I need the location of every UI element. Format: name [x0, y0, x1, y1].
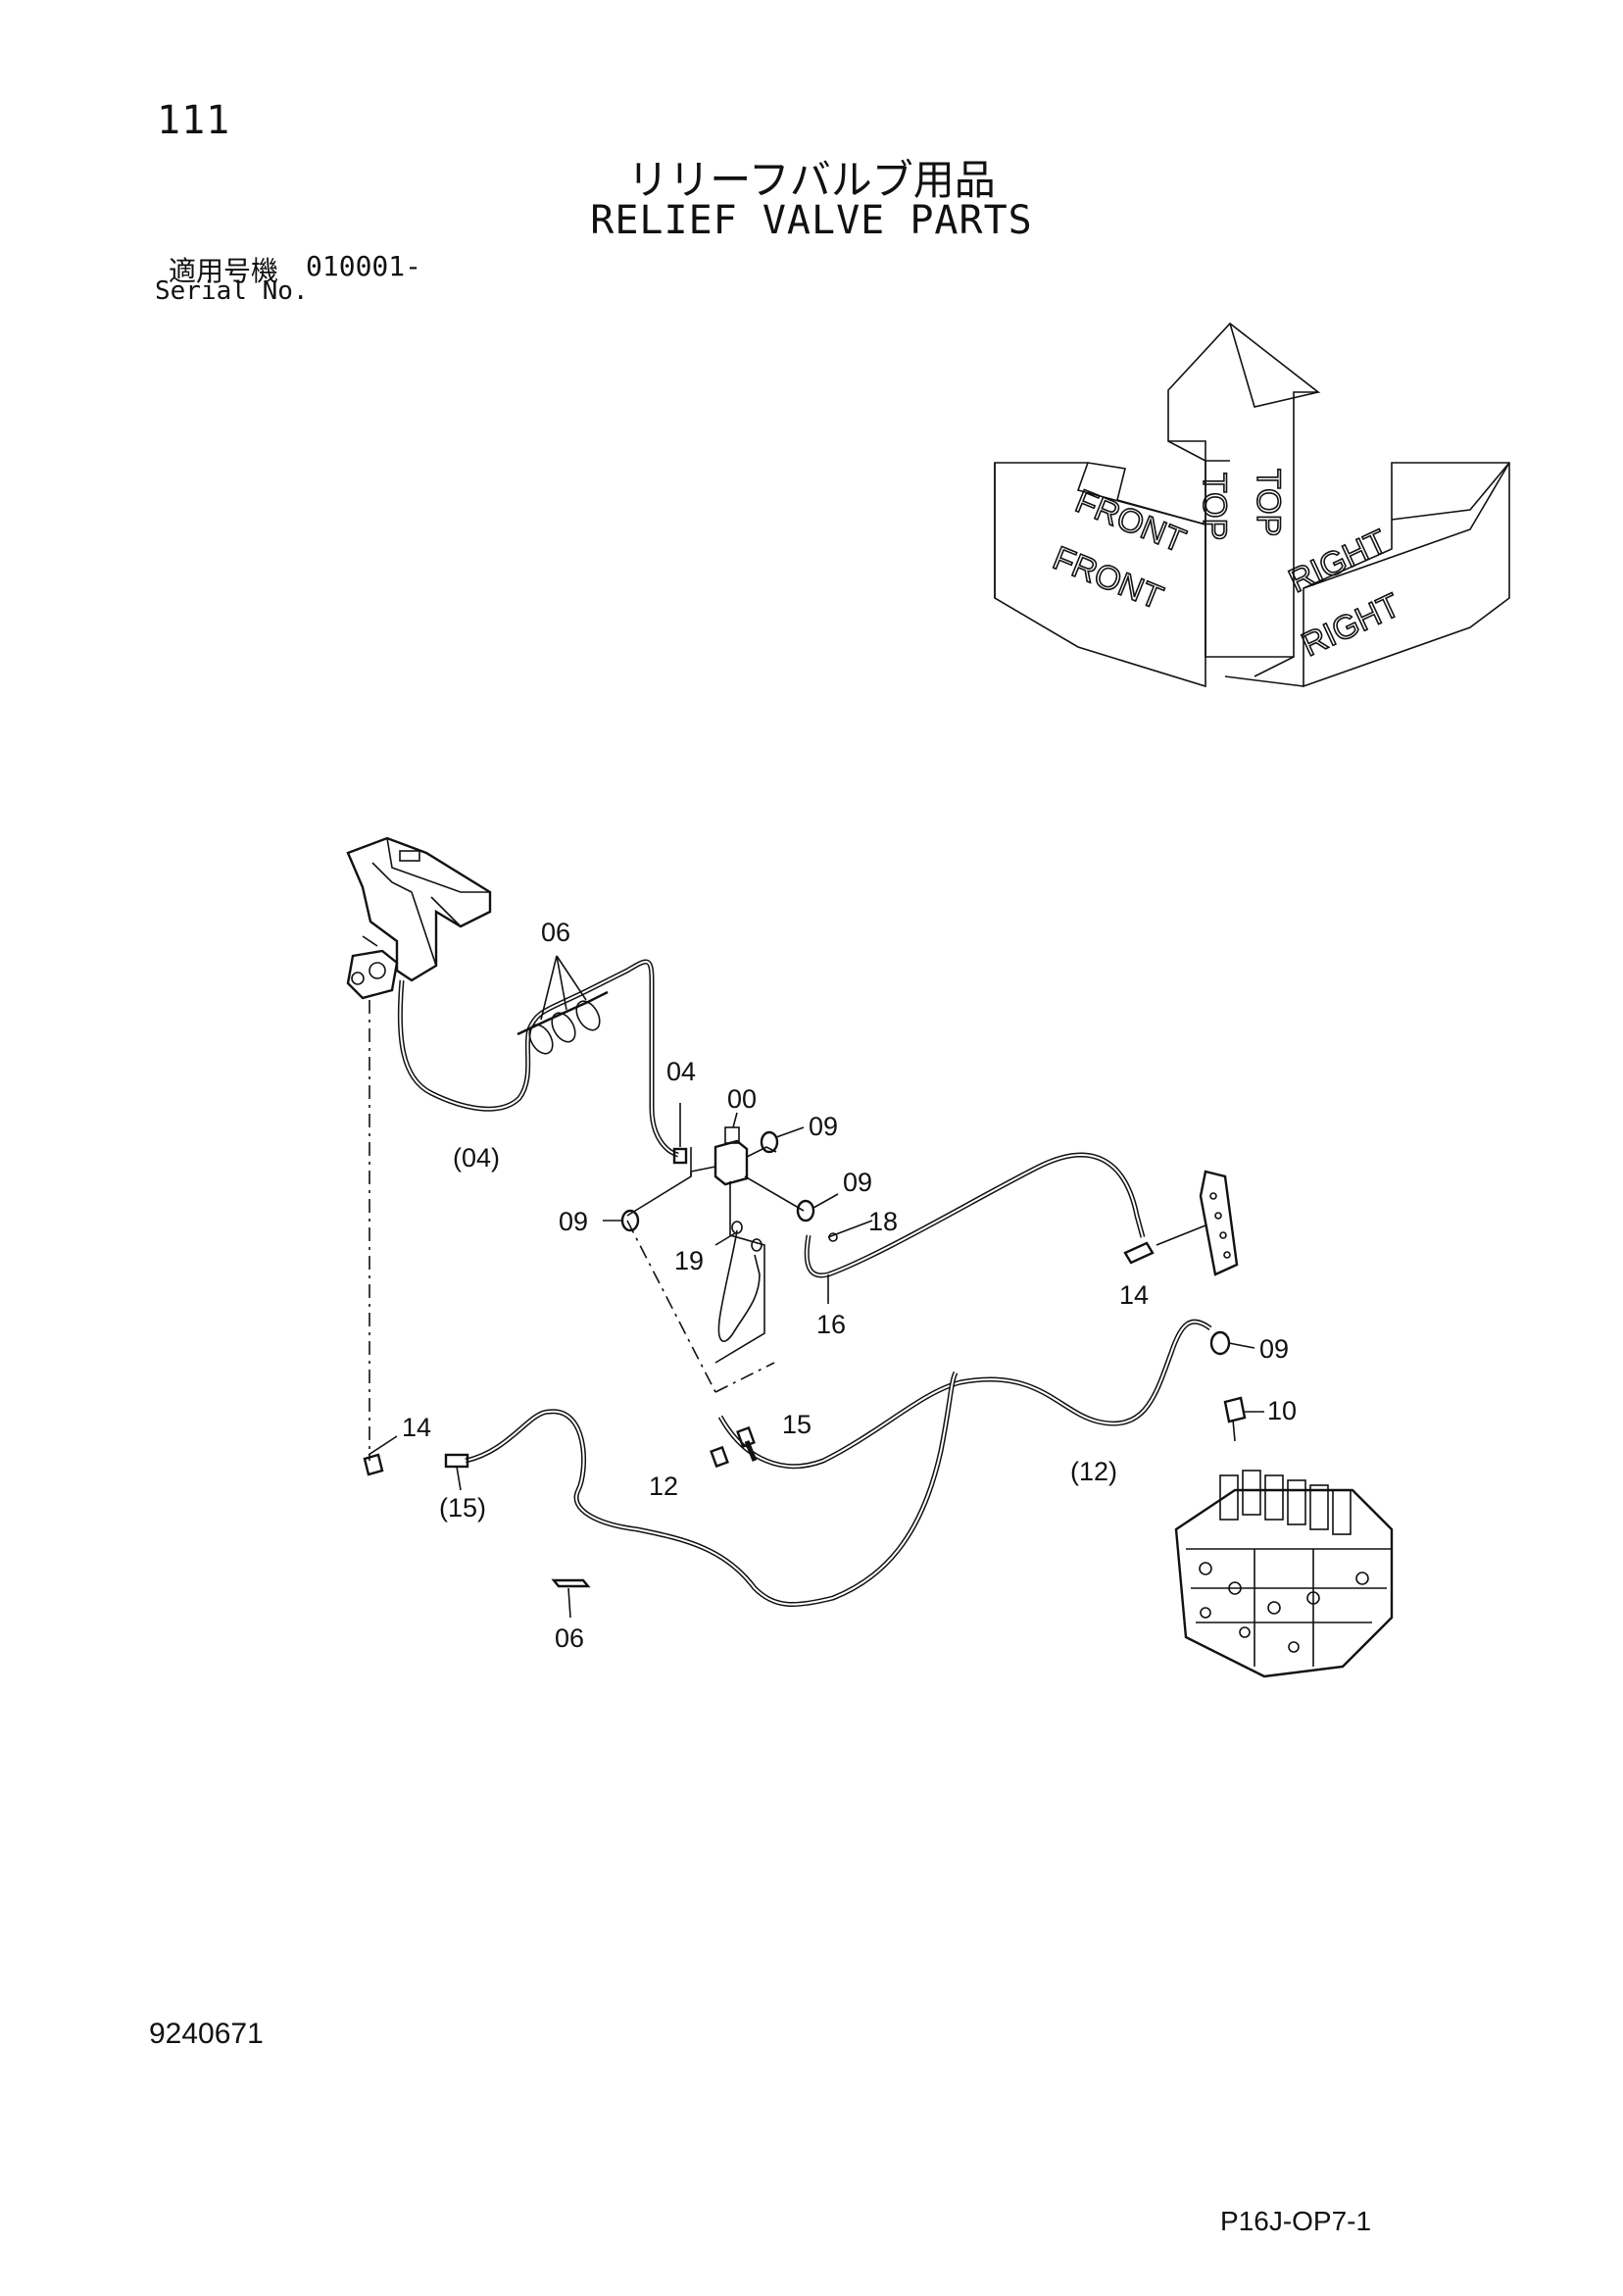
page-code: P16J-OP7-1	[1220, 2206, 1372, 2236]
callout-12-paren: (12)	[1070, 1457, 1117, 1486]
serial-label-english: Serial No.	[155, 276, 309, 306]
pedal-assembly	[346, 836, 492, 1000]
front-label-2: FRONT	[1048, 539, 1168, 617]
callout-00: 00	[727, 1084, 757, 1114]
callout-06-top: 06	[541, 918, 570, 947]
callout-14-right: 14	[1119, 1280, 1149, 1310]
serial-number: 010001-	[306, 250, 422, 282]
callout-14-left: 14	[402, 1413, 431, 1442]
serial-label-japanese: 適用号機	[169, 255, 279, 287]
clamps-06	[516, 955, 609, 1055]
callout-15: 15	[782, 1410, 812, 1439]
callout-04: 04	[666, 1057, 696, 1086]
title-english: RELIEF VALVE PARTS	[590, 198, 1033, 243]
callout-09-left: 09	[559, 1207, 588, 1236]
callout-19: 19	[674, 1246, 704, 1275]
right-label-1: RIGHT	[1283, 523, 1393, 600]
document-number: 9240671	[149, 2018, 264, 2050]
title-japanese: リリーフバルブ用品	[627, 156, 996, 204]
callout-12: 12	[649, 1472, 678, 1501]
top-label-2: TOP	[1250, 469, 1287, 536]
callout-10: 10	[1267, 1396, 1297, 1425]
right-label-2: RIGHT	[1296, 586, 1405, 664]
callout-15-paren: (15)	[439, 1493, 486, 1522]
page-number: 111	[157, 98, 231, 143]
callout-09-right: 09	[1259, 1334, 1289, 1364]
callout-09-a: 09	[809, 1112, 838, 1141]
callouts: 06 04 (04) 00 09 09 09 18 19 16 14 09 10…	[402, 918, 1297, 1653]
callout-06-bottom: 06	[555, 1623, 584, 1653]
callout-18: 18	[868, 1207, 898, 1236]
callout-04-paren: (04)	[453, 1143, 500, 1173]
callout-16: 16	[816, 1310, 846, 1339]
top-label-1: TOP	[1196, 473, 1233, 540]
callout-09-b: 09	[843, 1168, 872, 1197]
bracket-right	[1123, 1170, 1239, 1276]
orientation-indicator: TOP TOP FRONT FRONT RIGHT RIGHT	[994, 322, 1510, 688]
front-label-1: FRONT	[1070, 482, 1191, 560]
control-valve	[1174, 1470, 1394, 1678]
